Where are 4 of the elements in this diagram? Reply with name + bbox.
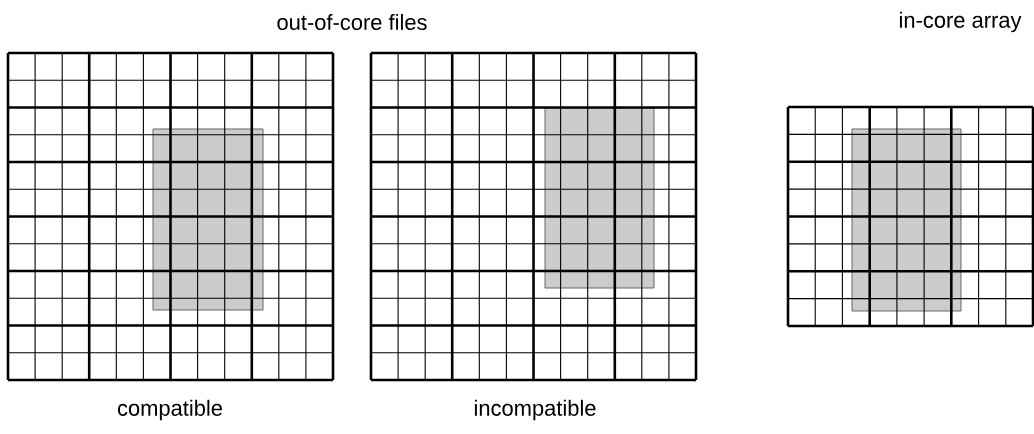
caption-text: incompatible	[474, 399, 596, 421]
caption-text: out-of-core files	[277, 13, 427, 31]
caption-text: compatible	[117, 399, 222, 421]
caption-text: in-core array	[899, 11, 1022, 33]
